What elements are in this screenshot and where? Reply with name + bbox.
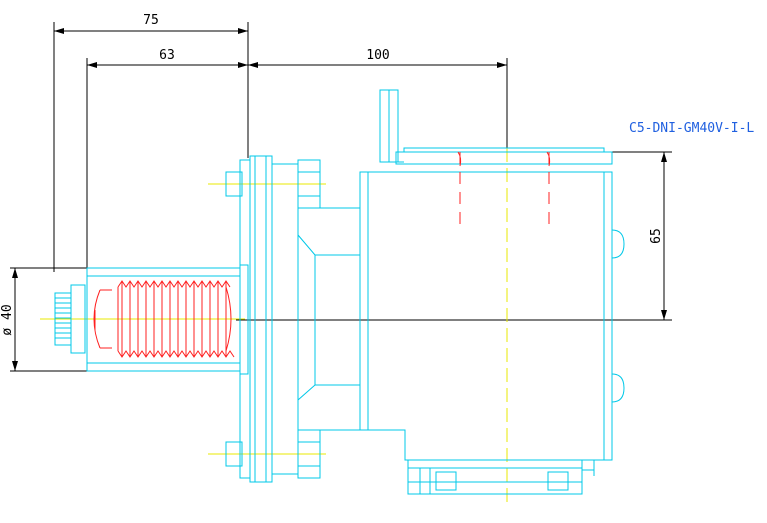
- flange: [225, 155, 321, 483]
- mounting-holes: [457, 151, 551, 226]
- dimension-label-diameter: ø 40: [0, 304, 15, 335]
- body-connector: [297, 207, 361, 431]
- centerlines: [40, 148, 508, 505]
- dimension-head-width: 100: [248, 48, 508, 152]
- dimension-shank-length: 63: [86, 48, 248, 272]
- tool-head: [359, 89, 625, 495]
- dimension-label-head-width: 100: [366, 48, 389, 63]
- dimension-diameter: ø 40: [0, 267, 90, 372]
- part-number-label: C5-DNI-GM40V-I-L: [629, 121, 754, 136]
- dimension-label-center-height: 65: [649, 228, 664, 244]
- shank: [54, 264, 249, 375]
- dimension-center-height: 65: [236, 151, 672, 321]
- dimension-overall-length: 75: [53, 13, 249, 272]
- dimension-label-shank-length: 63: [159, 48, 175, 63]
- thread-section: [93, 280, 235, 358]
- dimension-label-overall-length: 75: [143, 13, 159, 28]
